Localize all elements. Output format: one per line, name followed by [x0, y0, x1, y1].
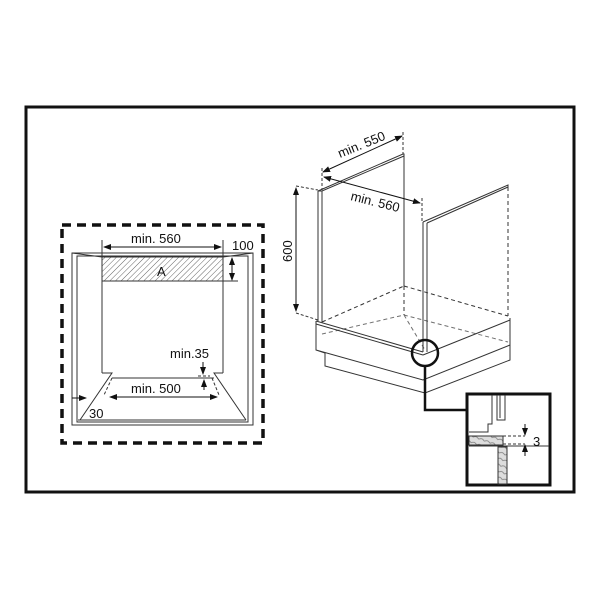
detail-box: 3	[465, 392, 552, 487]
side-label: 30	[89, 406, 103, 421]
front-depth-label: min. 500	[131, 381, 181, 396]
right-panel	[422, 184, 509, 352]
cabinet-outline	[71, 252, 254, 426]
area-a-hatched	[101, 256, 224, 282]
cabinet-width-label: min. 560	[349, 188, 401, 215]
outer-frame	[24, 105, 576, 494]
detail-gap-label: 3	[533, 434, 540, 449]
front-view	[60, 223, 265, 445]
gap-label: min.35	[170, 346, 209, 361]
area-a-label: A	[157, 264, 166, 279]
cabinet-depth-label: min. 550	[336, 128, 388, 161]
front-width-label: min. 560	[131, 231, 181, 246]
clearance-boundary	[60, 223, 265, 445]
cabinet-view	[293, 132, 511, 412]
depth-550-arrow	[322, 135, 403, 173]
detail-leader	[423, 366, 467, 412]
front-height-label: 100	[232, 238, 254, 253]
base	[315, 318, 511, 394]
cabinet-height-label: 600	[280, 240, 295, 262]
width-560-arrow	[323, 175, 421, 205]
